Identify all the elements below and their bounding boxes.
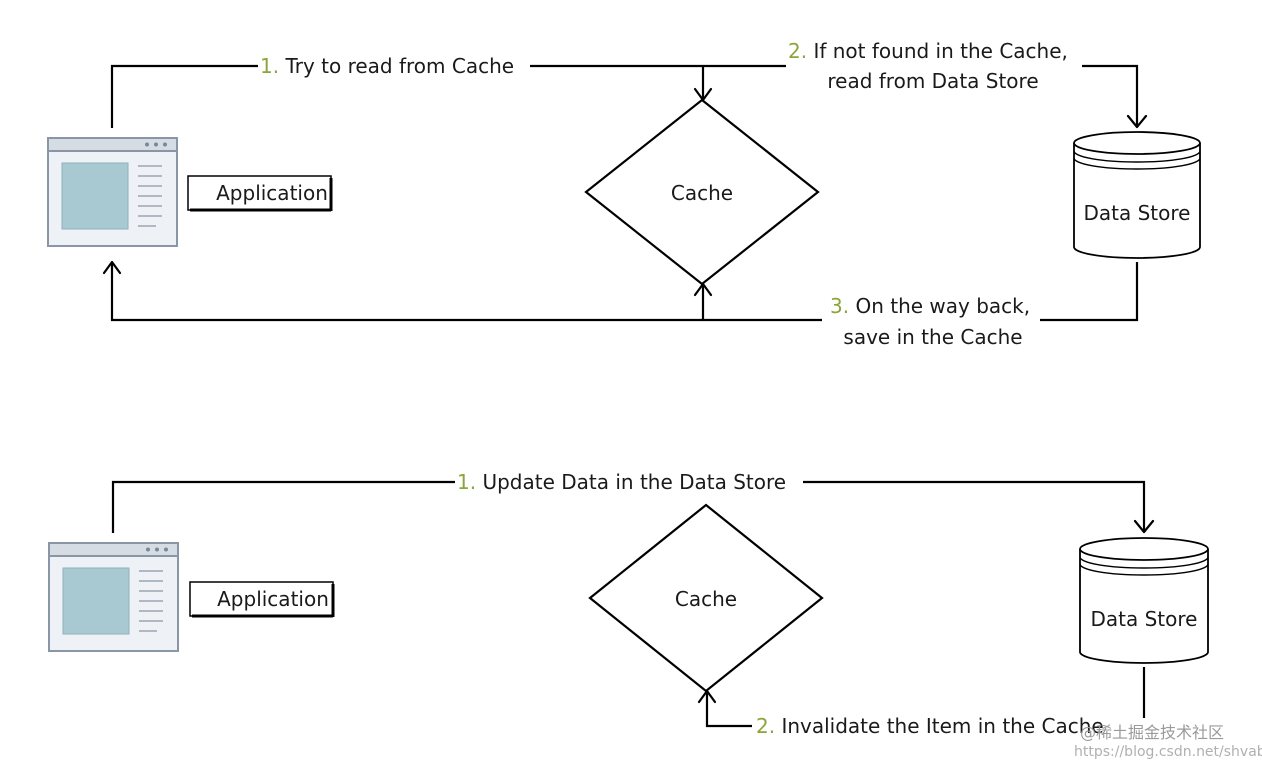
application-label-box: Application xyxy=(189,581,335,618)
cache-label: Cache xyxy=(675,587,737,611)
data-store-cylinder: Data Store xyxy=(1073,131,1201,259)
watermark-line1: @稀土掘金技术社区 xyxy=(1080,723,1224,742)
read-step3-label-line2: save in the Cache xyxy=(843,325,1022,349)
step1-connector-left xyxy=(110,64,258,128)
read-step1-label: 1. Try to read from Cache xyxy=(260,54,514,78)
update-step1-label: 1. Update Data in the Data Store xyxy=(457,470,786,494)
data-store-label: Data Store xyxy=(1091,607,1198,631)
cache-diamond: Cache xyxy=(588,503,824,693)
application-label: Application xyxy=(216,181,328,205)
update-step1-connector-left xyxy=(111,480,455,533)
arrow-down-into-datastore-icon xyxy=(1126,114,1148,129)
arrow-down-into-cache-icon xyxy=(693,87,713,102)
arrow-up-into-cache-icon xyxy=(693,282,713,297)
update-flow: Application Cache Data Store 1. Update D… xyxy=(48,470,1209,738)
application-window-icon xyxy=(48,542,179,652)
step3-connector-right xyxy=(1040,262,1139,322)
read-step2-label-line2: read from Data Store xyxy=(827,69,1038,93)
cache-label: Cache xyxy=(671,181,733,205)
cache-diamond: Cache xyxy=(584,98,820,286)
application-label-box: Application xyxy=(187,175,333,212)
update-step2-label: 2. Invalidate the Item in the Cache xyxy=(756,714,1104,738)
watermark: @稀土掘金技术社区 https://blog.csdn.net/shvab xyxy=(1074,723,1262,760)
arrow-down-into-datastore-icon xyxy=(1133,519,1155,534)
update-step2-connector-left xyxy=(705,691,752,728)
data-store-label: Data Store xyxy=(1084,201,1191,225)
arrow-up-into-cache-icon xyxy=(697,689,717,704)
update-step1-connector-right xyxy=(803,480,1146,532)
read-step3-label-line1: 3. On the way back, xyxy=(830,294,1030,318)
application-label: Application xyxy=(217,587,329,611)
read-step2-label-line1: 2. If not found in the Cache, xyxy=(788,39,1068,63)
data-store-cylinder: Data Store xyxy=(1079,537,1209,664)
watermark-line2: https://blog.csdn.net/shvab xyxy=(1074,744,1262,760)
application-window-icon xyxy=(47,137,178,247)
step3-connector-left xyxy=(110,262,822,322)
read-flow: Application Cache Data Store 1. Try to xyxy=(47,39,1201,349)
step2-connector xyxy=(1082,64,1139,127)
arrow-up-into-application-icon xyxy=(102,260,122,275)
